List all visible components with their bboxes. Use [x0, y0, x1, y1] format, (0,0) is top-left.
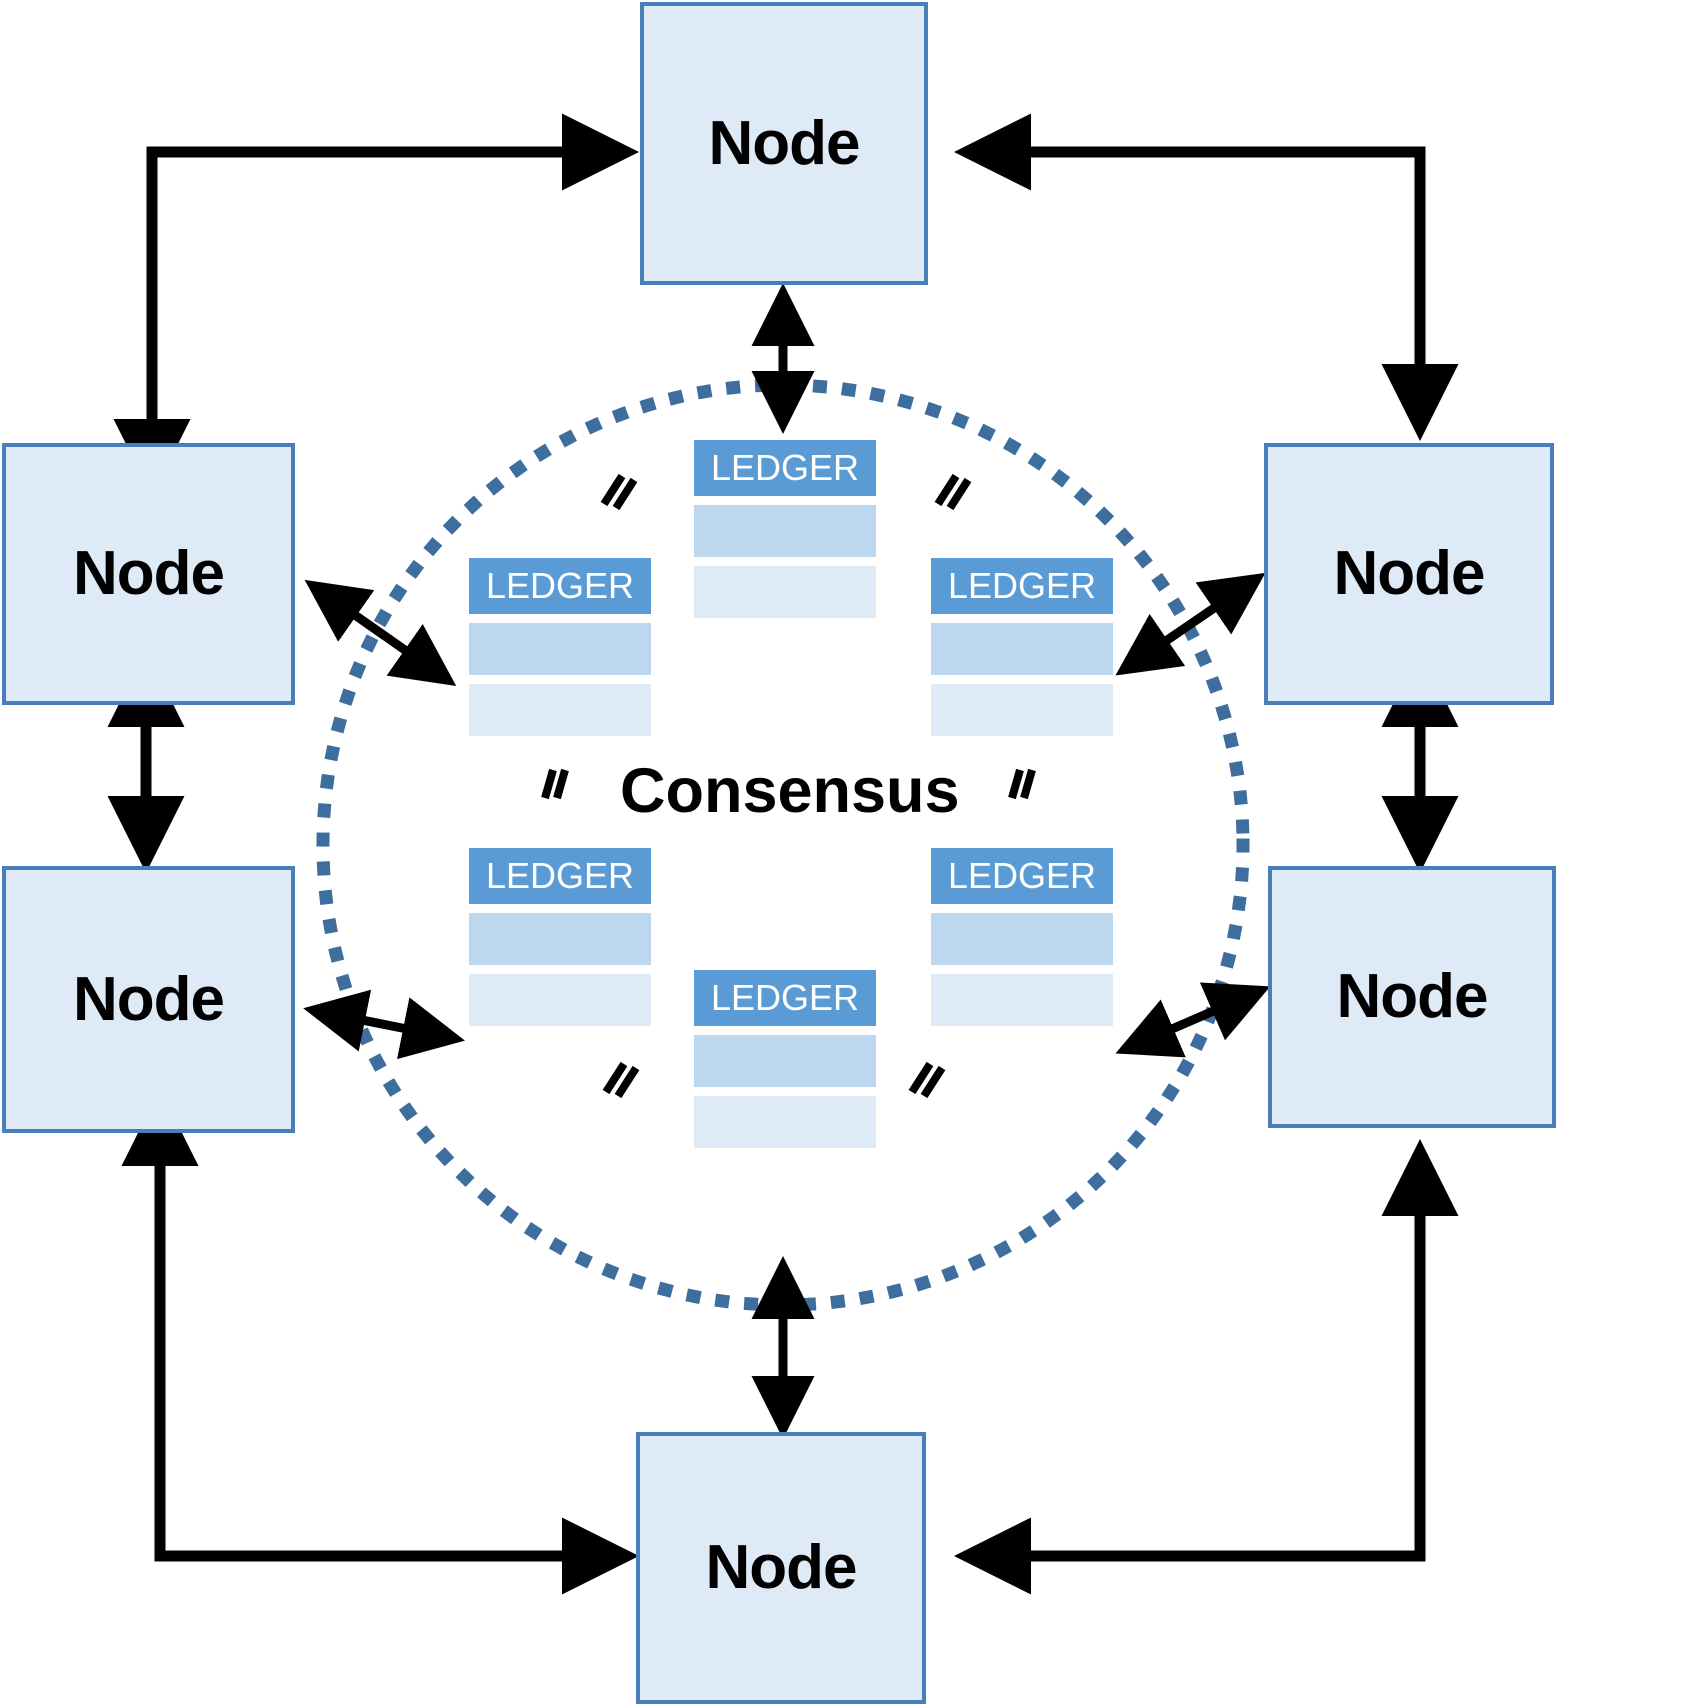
arrow-circle-node-left-lower [303, 989, 465, 1060]
ledger-top-row-2 [694, 566, 876, 618]
equals-mid-right-icon [1008, 768, 1036, 800]
node-top-label: Node [708, 108, 861, 178]
node-left-upper[interactable]: Node [2, 443, 295, 705]
node-left-lower-label: Node [73, 964, 225, 1034]
arrow-elbow-top-left [113, 113, 639, 496]
ledger-right-lower: LEDGER [931, 848, 1113, 1026]
node-left-upper-label: Node [73, 539, 225, 608]
arrow-elbow-top-right [954, 113, 1459, 441]
ledger-bottom-row-2 [694, 1096, 876, 1148]
ledger-bottom-label: LEDGER [694, 970, 876, 1026]
ledger-left-lower-row-2 [469, 974, 651, 1026]
equals-bottom-left-icon [602, 1061, 640, 1099]
ledger-left-upper-row-1 [469, 623, 651, 675]
equals-mid-left-icon [541, 768, 569, 800]
ledger-bottom: LEDGER [694, 970, 876, 1148]
ledger-left-lower: LEDGER [469, 848, 651, 1026]
ledger-right-upper: LEDGER [931, 558, 1113, 736]
ledger-top-label: LEDGER [694, 440, 876, 496]
arrow-circle-node-right-lower [1115, 982, 1271, 1058]
node-bottom[interactable]: Node [636, 1432, 926, 1704]
ledger-left-lower-label: LEDGER [469, 848, 651, 904]
ledger-left-upper-label: LEDGER [469, 558, 651, 614]
ledger-left-upper: LEDGER [469, 558, 651, 736]
arrow-elbow-bottom-left [121, 1089, 639, 1595]
node-left-lower[interactable]: Node [2, 866, 295, 1133]
ledger-right-upper-label: LEDGER [931, 558, 1113, 614]
node-right-lower-label: Node [1336, 962, 1489, 1031]
ledger-top: LEDGER [694, 440, 876, 618]
ledger-right-lower-row-2 [931, 974, 1113, 1026]
ledger-right-upper-row-1 [931, 623, 1113, 675]
node-right-upper[interactable]: Node [1264, 443, 1554, 705]
arrow-circle-node-left-upper [304, 579, 457, 686]
ledger-bottom-row-1 [694, 1035, 876, 1087]
arrow-circle-node-right-upper [1115, 572, 1266, 676]
ledger-right-lower-label: LEDGER [931, 848, 1113, 904]
ledger-right-upper-row-2 [931, 684, 1113, 736]
consensus-label: Consensus [620, 756, 960, 826]
ledger-left-lower-row-1 [469, 913, 651, 965]
equals-bottom-right-icon [908, 1061, 946, 1099]
equals-top-left-icon [600, 473, 638, 511]
node-right-lower[interactable]: Node [1268, 866, 1556, 1128]
ledger-left-upper-row-2 [469, 684, 651, 736]
node-top[interactable]: Node [640, 2, 928, 285]
node-right-upper-label: Node [1333, 539, 1486, 608]
equals-top-right-icon [934, 473, 972, 511]
ledger-right-lower-row-1 [931, 913, 1113, 965]
ledger-top-row-1 [694, 505, 876, 557]
arrow-elbow-bottom-right [954, 1139, 1459, 1595]
node-bottom-label: Node [705, 1533, 858, 1602]
